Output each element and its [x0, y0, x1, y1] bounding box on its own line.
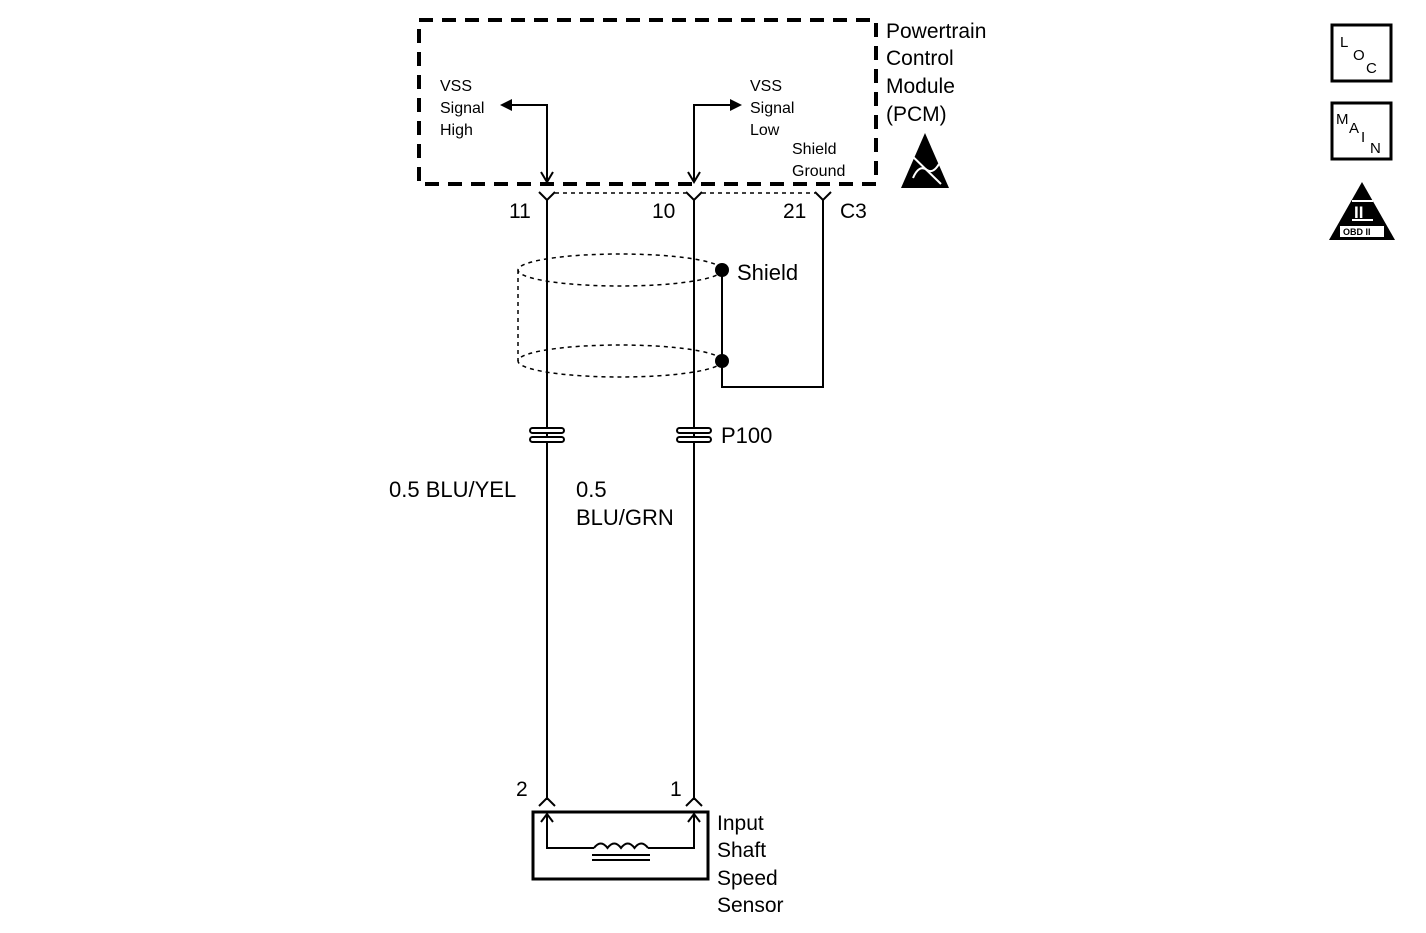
sensor-pin-2-terminal — [538, 796, 556, 807]
input-shaft-speed-sensor: 2 1 Input Shaft Speed Sensor — [516, 778, 784, 917]
pin-10-label: 10 — [652, 200, 675, 223]
pcm-title-line-4: (PCM) — [886, 103, 947, 126]
pin-11-terminal — [538, 191, 556, 202]
svg-text:N: N — [1370, 140, 1381, 157]
wire-right-gauge: 0.5 — [576, 477, 607, 502]
shield-node-bottom — [715, 354, 729, 368]
svg-text:A: A — [1349, 120, 1359, 137]
svg-text:I: I — [1361, 129, 1365, 146]
loc-badge-icon: L O C — [1330, 23, 1393, 83]
vss-high-line-2: Signal — [440, 100, 484, 117]
main-badge-icon: M A I N — [1330, 101, 1393, 161]
svg-text:II: II — [1354, 203, 1363, 222]
pcm-title-line-2: Control — [886, 47, 954, 70]
pin-21-terminal — [814, 191, 832, 202]
svg-text:C: C — [1366, 60, 1377, 77]
wire-shield-ground — [721, 200, 824, 388]
p100-label: P100 — [721, 423, 772, 448]
p100-terminal-right — [676, 427, 712, 443]
sensor-pin-2-label: 2 — [516, 778, 528, 801]
sensor-pin-1-label: 1 — [670, 778, 682, 801]
shield-ground-line-2: Ground — [792, 163, 845, 180]
vss-low-line-1: VSS — [750, 78, 782, 95]
svg-text:O: O — [1353, 47, 1365, 64]
svg-text:OBD II: OBD II — [1343, 227, 1371, 237]
sensor-label-line-4: Sensor — [717, 894, 784, 917]
pcm-title-line-1: Powertrain — [886, 20, 986, 43]
wire-right-color: BLU/GRN — [576, 505, 674, 530]
wire-left-color: 0.5 BLU/YEL — [389, 477, 516, 502]
sensor-coil-icon — [540, 812, 701, 861]
connector-c3-label: C3 — [840, 200, 867, 223]
sensor-label-line-1: Input — [717, 812, 764, 835]
cable-shield: Shield — [517, 253, 798, 378]
vss-low-arrow — [687, 99, 742, 184]
pcm-title-line-3: Module — [886, 75, 955, 98]
sensor-label-line-3: Speed — [717, 867, 778, 890]
esd-warning-icon — [901, 133, 949, 188]
sensor-box — [531, 810, 710, 881]
svg-text:M: M — [1336, 111, 1349, 128]
svg-text:L: L — [1340, 34, 1348, 51]
sensor-pin-1-terminal — [685, 796, 703, 807]
vss-high-arrow — [500, 99, 554, 184]
shield-label: Shield — [737, 260, 798, 285]
p100-terminal-left — [529, 427, 565, 443]
pin-11-label: 11 — [509, 200, 531, 223]
pcm-module: Powertrain Control Module (PCM) VSS Sign… — [417, 18, 986, 188]
pcm-connector-pins: 11 10 21 C3 — [509, 191, 867, 223]
pin-10-terminal — [685, 191, 703, 202]
sensor-label-line-2: Shaft — [717, 839, 766, 862]
inline-connector-p100: P100 — [529, 423, 772, 448]
vss-high-line-3: High — [440, 122, 473, 139]
shield-ground-line-1: Shield — [792, 141, 836, 158]
vss-low-line-3: Low — [750, 122, 780, 139]
vss-high-line-1: VSS — [440, 78, 472, 95]
shield-node-top — [715, 263, 729, 277]
obd-ii-icon: II OBD II — [1329, 182, 1395, 240]
pin-21-label: 21 — [783, 200, 806, 223]
pcm-box — [417, 18, 878, 186]
vss-low-line-2: Signal — [750, 100, 794, 117]
